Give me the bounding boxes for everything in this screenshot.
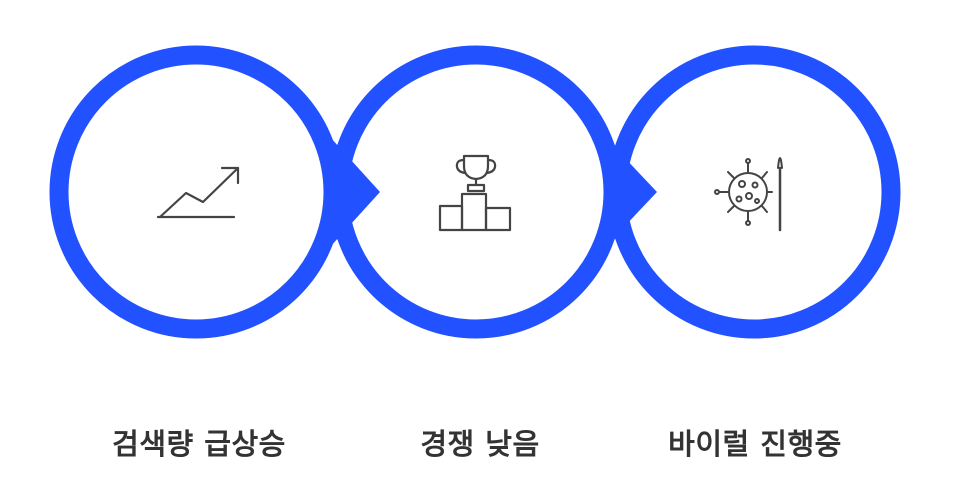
trend-up-icon (156, 166, 240, 219)
step-label-low-competition: 경쟁 낮음 (420, 427, 540, 461)
step-ring-3 (607, 45, 901, 339)
virus-needle-icon (714, 157, 783, 232)
trophy-podium-icon (438, 154, 512, 232)
step-ring-1 (49, 45, 343, 339)
step-label-viral-ongoing: 바이럴 진행중 (668, 427, 842, 461)
step-label-search-surge: 검색량 급상승 (112, 427, 286, 461)
